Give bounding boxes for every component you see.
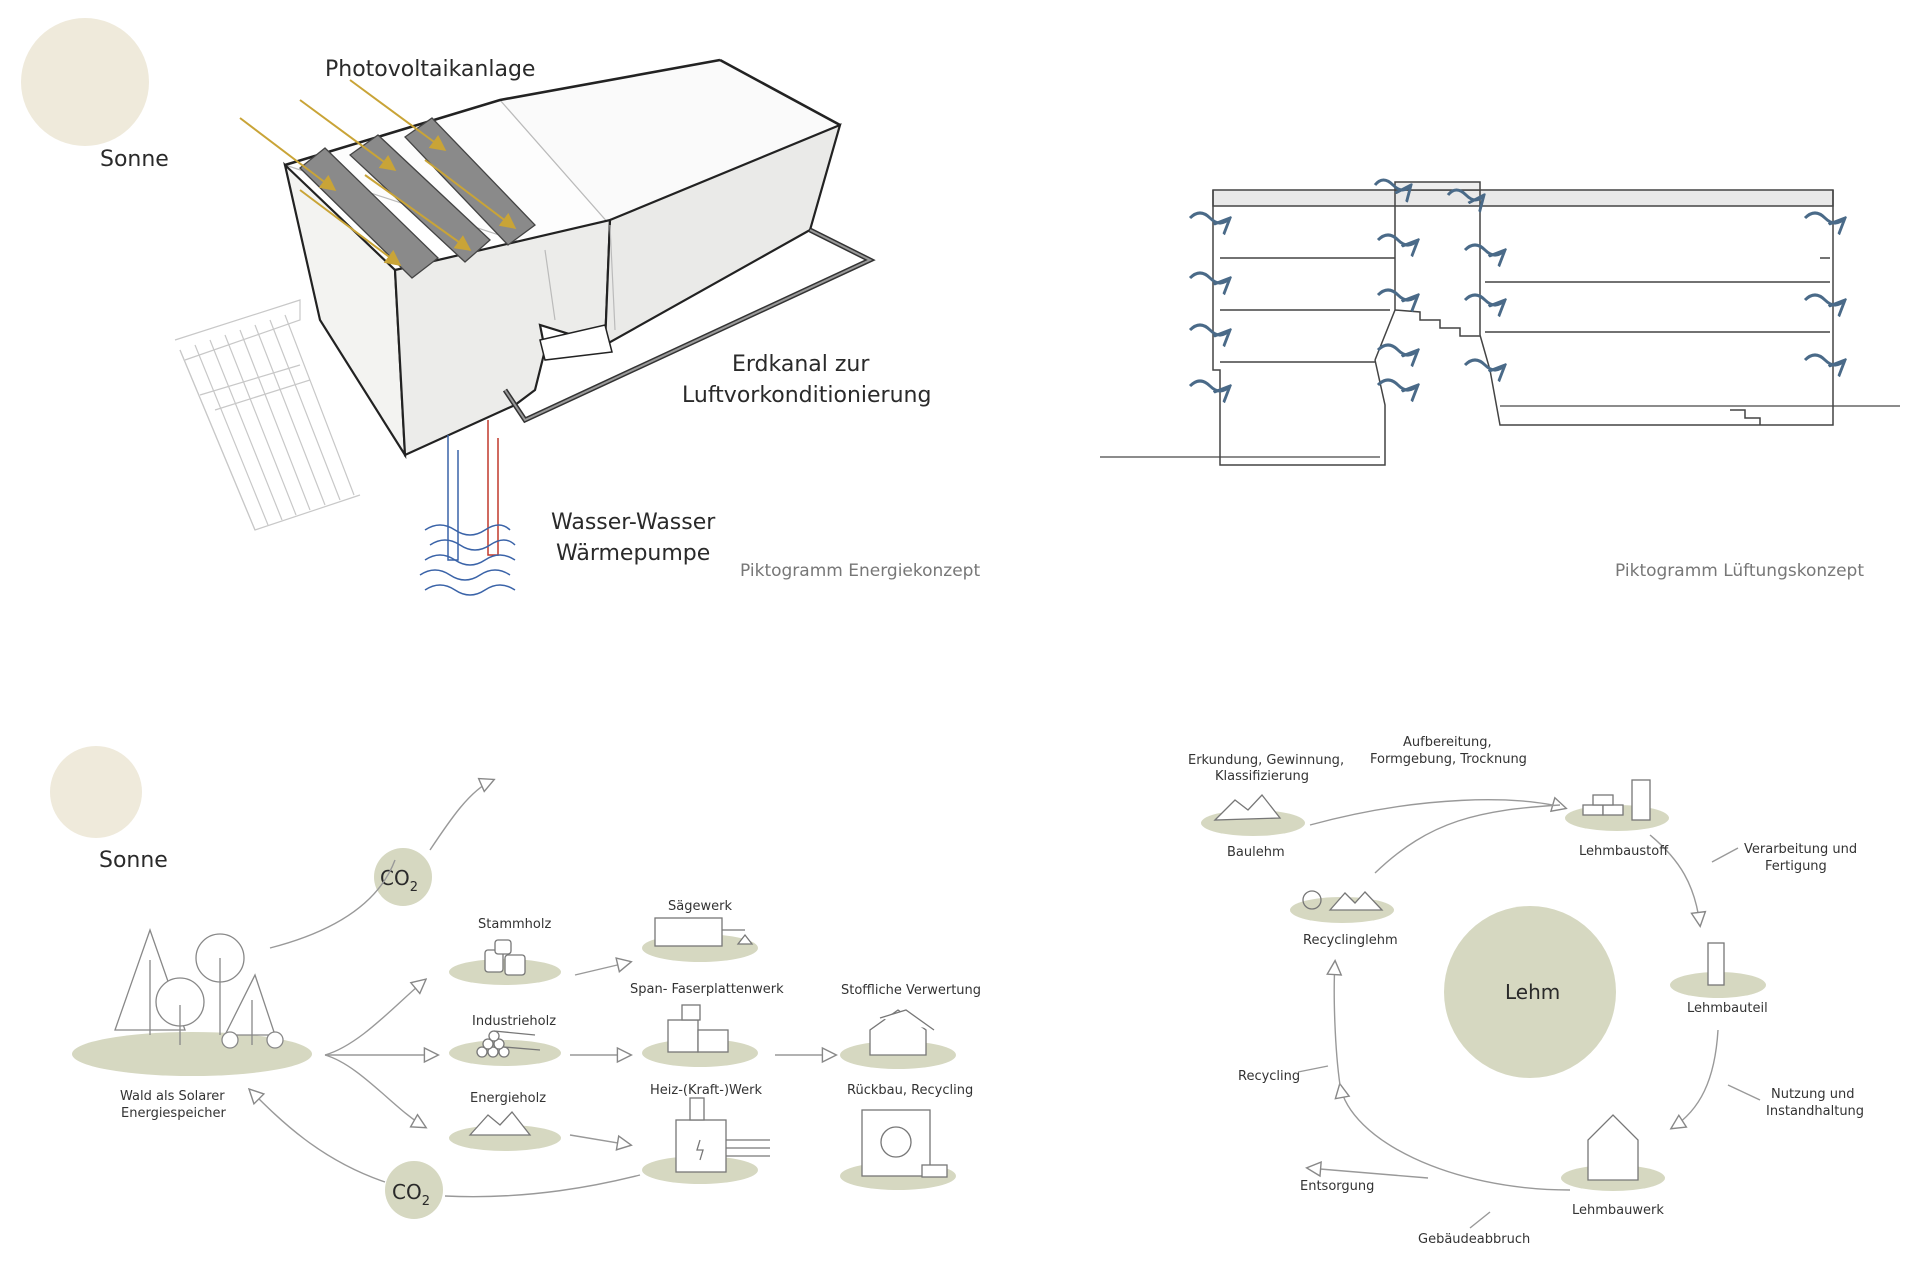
sun-label-top: Sonne [100,147,169,172]
abbruch-tick [1469,1211,1491,1229]
chips-icon [468,1110,532,1136]
lehmbauteil-label: Lehmbauteil [1687,1001,1768,1016]
sun-rays [239,79,517,266]
entsorgung-label: Entsorgung [1300,1179,1374,1194]
co2-circle-bottom [385,1161,443,1219]
heiz-label: Heiz-(Kraft-)Werk [650,1083,762,1098]
lehm-label: Lehm [1505,980,1560,1004]
erkundung-label-2: Klassifizierung [1215,769,1309,784]
co2-label-top: CO2 [380,866,418,895]
co2-label-bottom: CO2 [392,1180,430,1209]
forest-label-1: Wald als Solarer [120,1089,225,1104]
duct-label-2: Luftvorkonditionierung [682,383,931,408]
energy-caption: Piktogramm Energiekonzept [740,561,980,581]
stofflich-label: Stoffliche Verwertung [841,983,981,998]
airflow-arrows [1188,178,1845,391]
power-plant-icon [675,1097,770,1173]
aufbereitung-label-2: Formgebung, Trocknung [1370,752,1527,767]
duct-label-1: Erdkanal zur [732,352,870,377]
pv-label: Photovoltaikanlage [325,57,535,82]
earth-duct-inner [504,229,873,422]
house-icon [869,1009,935,1056]
ventilation-caption: Piktogramm Lüftungskonzept [1615,561,1864,581]
energy-concept-panel: Sonne Photovoltaikanlage [21,18,980,596]
lehmbaustoff-label: Lehmbaustoff [1579,844,1669,859]
forest-label-2: Energiespeicher [121,1106,226,1121]
factory-icon [667,1004,729,1053]
industrieholz-label: Industrieholz [472,1014,556,1029]
verarbeitung-tick [1711,847,1739,863]
clay-panel-icon [1707,942,1725,986]
erkundung-label-1: Erkundung, Gewinnung, [1188,753,1344,768]
forest-trees [114,928,284,1049]
energieholz-label: Energieholz [470,1091,546,1106]
nutzung-label-2: Instandhaltung [1766,1104,1864,1119]
abbruch-label: Gebäudeabbruch [1418,1232,1530,1247]
wood-pile-icon [476,1030,541,1058]
clay-cycle-panel: Lehm Erkundung, Gewinnung, Klassifizieru… [1188,735,1864,1247]
wood-cycle-panel: Sonne CO2 CO2 Wald als Solarer Energiesp… [50,746,981,1219]
recycled-clay-icon [1302,890,1384,911]
sun-circle-bottom [50,746,142,838]
ventilation-concept-panel: Piktogramm Lüftungskonzept [1100,178,1900,581]
stammholz-label: Stammholz [478,917,551,932]
recycle-building-icon [861,1109,948,1178]
co2-circle-top [374,848,432,906]
sun-circle-top [21,18,149,146]
verarbeitung-label-1: Verarbeitung und [1744,842,1857,857]
nutzung-label-1: Nutzung und [1771,1087,1854,1102]
pump-label-2: Wärmepumpe [556,541,710,566]
building-section [1100,181,1900,466]
rueckbau-label: Rückbau, Recycling [847,1083,973,1098]
baulehm-label: Baulehm [1227,845,1285,860]
recycling-tick [1297,1065,1329,1073]
pump-label-1: Wasser-Wasser [551,510,716,535]
aufbereitung-label-1: Aufbereitung, [1403,735,1492,750]
sawmill-icon [654,917,754,947]
clay-pile-icon [1213,794,1282,821]
clay-house-icon [1587,1114,1639,1181]
verarbeitung-label-2: Fertigung [1765,859,1827,874]
lehmbauwerk-label: Lehmbauwerk [1572,1203,1664,1218]
span-label: Span- Faserplattenwerk [630,982,784,997]
heat-pump-pipes [419,420,516,596]
recycling-label: Recycling [1238,1069,1300,1084]
clay-cycle-arrows [1308,800,1719,1191]
nutzung-tick [1727,1084,1761,1101]
sun-label-bottom: Sonne [99,848,168,873]
terrace-lines [174,299,361,531]
lehm-circle [1444,906,1616,1078]
wood-flow-arrows [250,780,835,1198]
saegewerk-label: Sägewerk [668,899,732,914]
bricks-icon [1582,779,1651,821]
building-block [283,58,842,460]
logs-icon [484,939,526,976]
recyclinglehm-label: Recyclinglehm [1303,933,1398,948]
